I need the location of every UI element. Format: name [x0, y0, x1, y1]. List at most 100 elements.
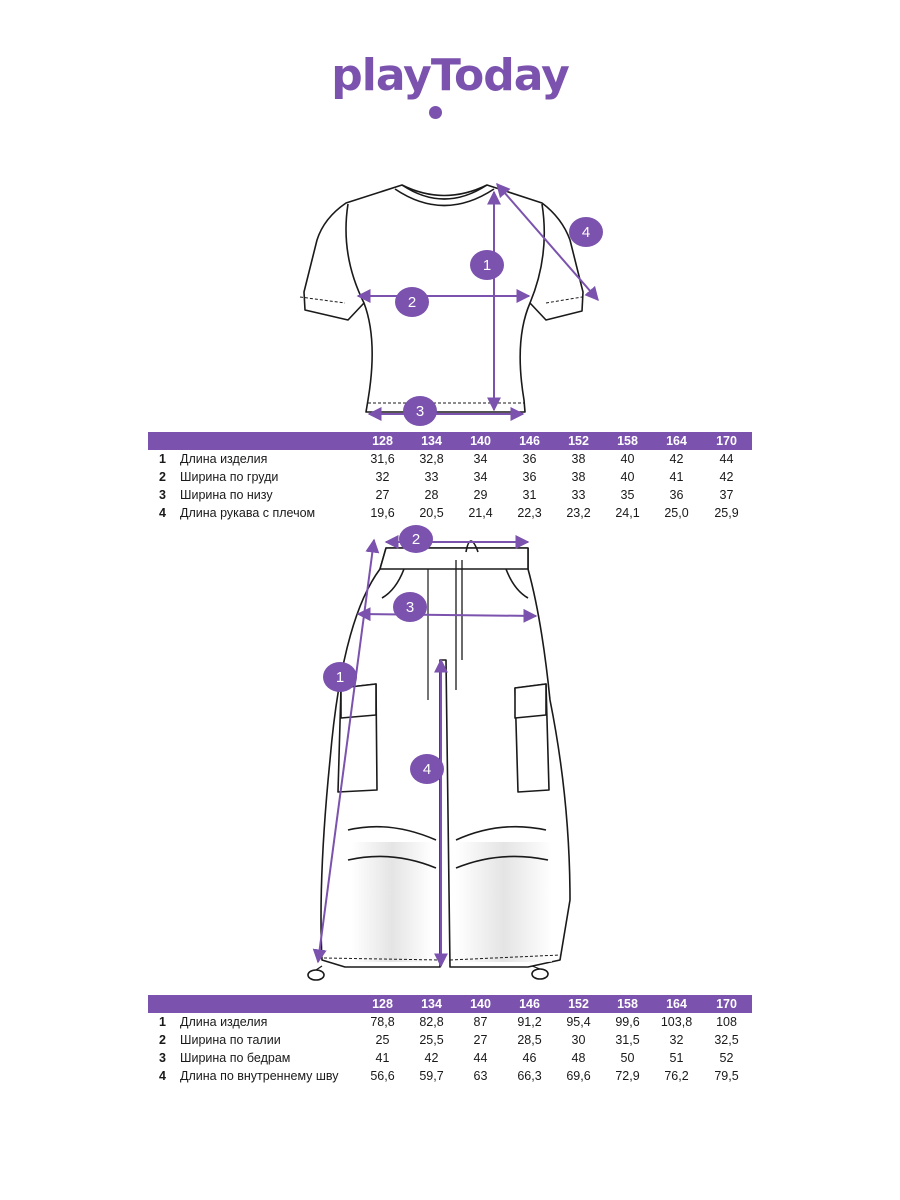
cell-value: 24,1 — [615, 506, 640, 520]
row-label: Ширина по бедрам — [180, 1051, 291, 1065]
size-header: 140 — [470, 997, 491, 1011]
cell-value: 42 — [424, 1051, 439, 1065]
size-header: 170 — [716, 434, 737, 448]
cell-value: 25 — [375, 1033, 390, 1047]
cell-value: 36 — [522, 452, 537, 466]
cell-value: 40 — [620, 470, 635, 484]
row-number: 3 — [159, 488, 166, 502]
cell-value: 50 — [620, 1051, 635, 1065]
pants-marker-4: 4 — [410, 754, 444, 784]
row-number: 4 — [159, 1069, 166, 1083]
size-header: 134 — [421, 434, 442, 448]
logo-dot-icon — [429, 106, 442, 119]
cell-value: 56,6 — [370, 1069, 395, 1083]
cell-value: 21,4 — [468, 506, 493, 520]
size-header: 128 — [372, 434, 393, 448]
cell-value: 37 — [719, 488, 734, 502]
tshirt-marker-4: 4 — [569, 217, 603, 247]
table-row: 4 Длина рукава с плечом 19,6 20,5 21,4 2… — [148, 504, 752, 522]
cell-value: 19,6 — [370, 506, 395, 520]
cell-value: 32,8 — [419, 452, 444, 466]
size-header: 152 — [568, 997, 589, 1011]
size-header: 158 — [617, 434, 638, 448]
size-header: 170 — [716, 997, 737, 1011]
table-row: 1 Длина изделия 78,8 82,8 87 91,2 95,4 9… — [148, 1013, 752, 1031]
row-number: 1 — [159, 452, 166, 466]
pants-marker-2: 2 — [399, 525, 433, 553]
cell-value: 82,8 — [419, 1015, 444, 1029]
cell-value: 32 — [375, 470, 390, 484]
row-label: Ширина по низу — [180, 488, 273, 502]
cell-value: 41 — [375, 1051, 390, 1065]
row-number: 4 — [159, 506, 166, 520]
cell-value: 66,3 — [517, 1069, 542, 1083]
cell-value: 31,6 — [370, 452, 395, 466]
cell-value: 36 — [669, 488, 684, 502]
cell-value: 31,5 — [615, 1033, 640, 1047]
pants-marker-1: 1 — [323, 662, 357, 692]
tshirt-marker-2: 2 — [395, 287, 429, 317]
cell-value: 69,6 — [566, 1069, 591, 1083]
row-number: 2 — [159, 1033, 166, 1047]
cell-value: 40 — [620, 452, 635, 466]
tshirt-sketch — [299, 184, 584, 413]
cell-value: 44 — [719, 452, 734, 466]
cell-value: 108 — [716, 1015, 737, 1029]
row-label: Ширина по груди — [180, 470, 279, 484]
cell-value: 25,5 — [419, 1033, 444, 1047]
cell-value: 30 — [571, 1033, 586, 1047]
row-number: 3 — [159, 1051, 166, 1065]
row-number: 2 — [159, 470, 166, 484]
cell-value: 79,5 — [714, 1069, 739, 1083]
cell-value: 28 — [424, 488, 439, 502]
cell-value: 99,6 — [615, 1015, 640, 1029]
cell-value: 46 — [522, 1051, 537, 1065]
pants-marker-3: 3 — [393, 592, 427, 622]
cell-value: 27 — [375, 488, 390, 502]
svg-text:1: 1 — [336, 669, 344, 686]
cell-value: 32,5 — [714, 1033, 739, 1047]
cell-value: 38 — [571, 452, 586, 466]
pants-size-table: 128 134 140 146 152 158 164 170 1 Длина … — [148, 995, 752, 1085]
size-header: 164 — [666, 434, 687, 448]
cell-value: 34 — [473, 470, 488, 484]
cell-value: 33 — [424, 470, 439, 484]
cell-value: 38 — [571, 470, 586, 484]
table-row: 4 Длина по внутреннему шву 56,6 59,7 63 … — [148, 1067, 752, 1085]
cell-value: 87 — [473, 1015, 488, 1029]
cell-value: 35 — [620, 488, 635, 502]
svg-text:4: 4 — [423, 761, 431, 778]
cell-value: 33 — [571, 488, 586, 502]
tshirt-measure-lines — [356, 182, 599, 421]
svg-text:1: 1 — [483, 257, 491, 274]
cell-value: 25,9 — [714, 506, 739, 520]
size-header: 140 — [470, 434, 491, 448]
cell-value: 78,8 — [370, 1015, 395, 1029]
svg-text:3: 3 — [406, 599, 414, 616]
size-header: 146 — [519, 434, 540, 448]
size-header: 158 — [617, 997, 638, 1011]
svg-text:3: 3 — [416, 403, 424, 420]
cell-value: 25,0 — [664, 506, 689, 520]
cell-value: 31 — [522, 488, 537, 502]
tshirt-marker-1: 1 — [470, 250, 504, 280]
svg-text:4: 4 — [582, 224, 590, 241]
svg-text:2: 2 — [412, 531, 420, 548]
cell-value: 34 — [473, 452, 488, 466]
cell-value: 51 — [669, 1051, 684, 1065]
cell-value: 63 — [473, 1069, 488, 1083]
cell-value: 28,5 — [517, 1033, 542, 1047]
table-row: 2 Ширина по талии 25 25,5 27 28,5 30 31,… — [148, 1031, 752, 1049]
pants-table-header: 128 134 140 146 152 158 164 170 — [148, 995, 752, 1013]
tshirt-marker-3: 3 — [403, 396, 437, 426]
tshirt-size-table: 128 134 140 146 152 158 164 170 1 Длина … — [148, 432, 752, 522]
table-row: 3 Ширина по низу 27 28 29 31 33 35 36 37 — [148, 486, 752, 504]
tshirt-table-header: 128 134 140 146 152 158 164 170 — [148, 432, 752, 450]
cell-value: 52 — [719, 1051, 734, 1065]
row-number: 1 — [159, 1015, 166, 1029]
cell-value: 72,9 — [615, 1069, 640, 1083]
brand-logo: playToday — [331, 50, 570, 101]
row-label: Длина изделия — [180, 1015, 268, 1029]
row-label: Ширина по талии — [180, 1033, 281, 1047]
